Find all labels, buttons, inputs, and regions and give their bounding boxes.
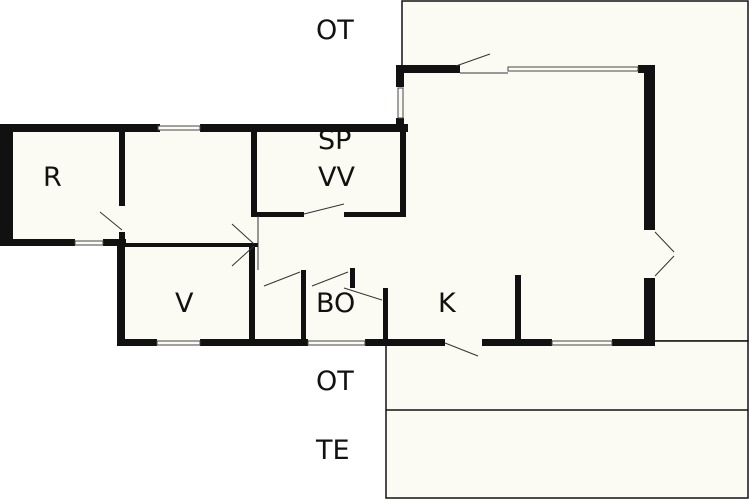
label-ot-bottom: OT bbox=[316, 366, 354, 397]
label-r: R bbox=[43, 162, 62, 193]
label-te: TE bbox=[315, 435, 350, 466]
label-vv: VV bbox=[318, 162, 355, 193]
label-ot-top: OT bbox=[316, 15, 354, 46]
terrace-area bbox=[385, 340, 749, 499]
label-bo: BO bbox=[316, 288, 355, 319]
label-v: V bbox=[175, 288, 194, 319]
label-k: K bbox=[438, 288, 457, 319]
label-sp: SP bbox=[318, 125, 351, 156]
door-swings bbox=[99, 53, 675, 357]
walls bbox=[0, 65, 655, 346]
windows bbox=[74, 66, 639, 346]
